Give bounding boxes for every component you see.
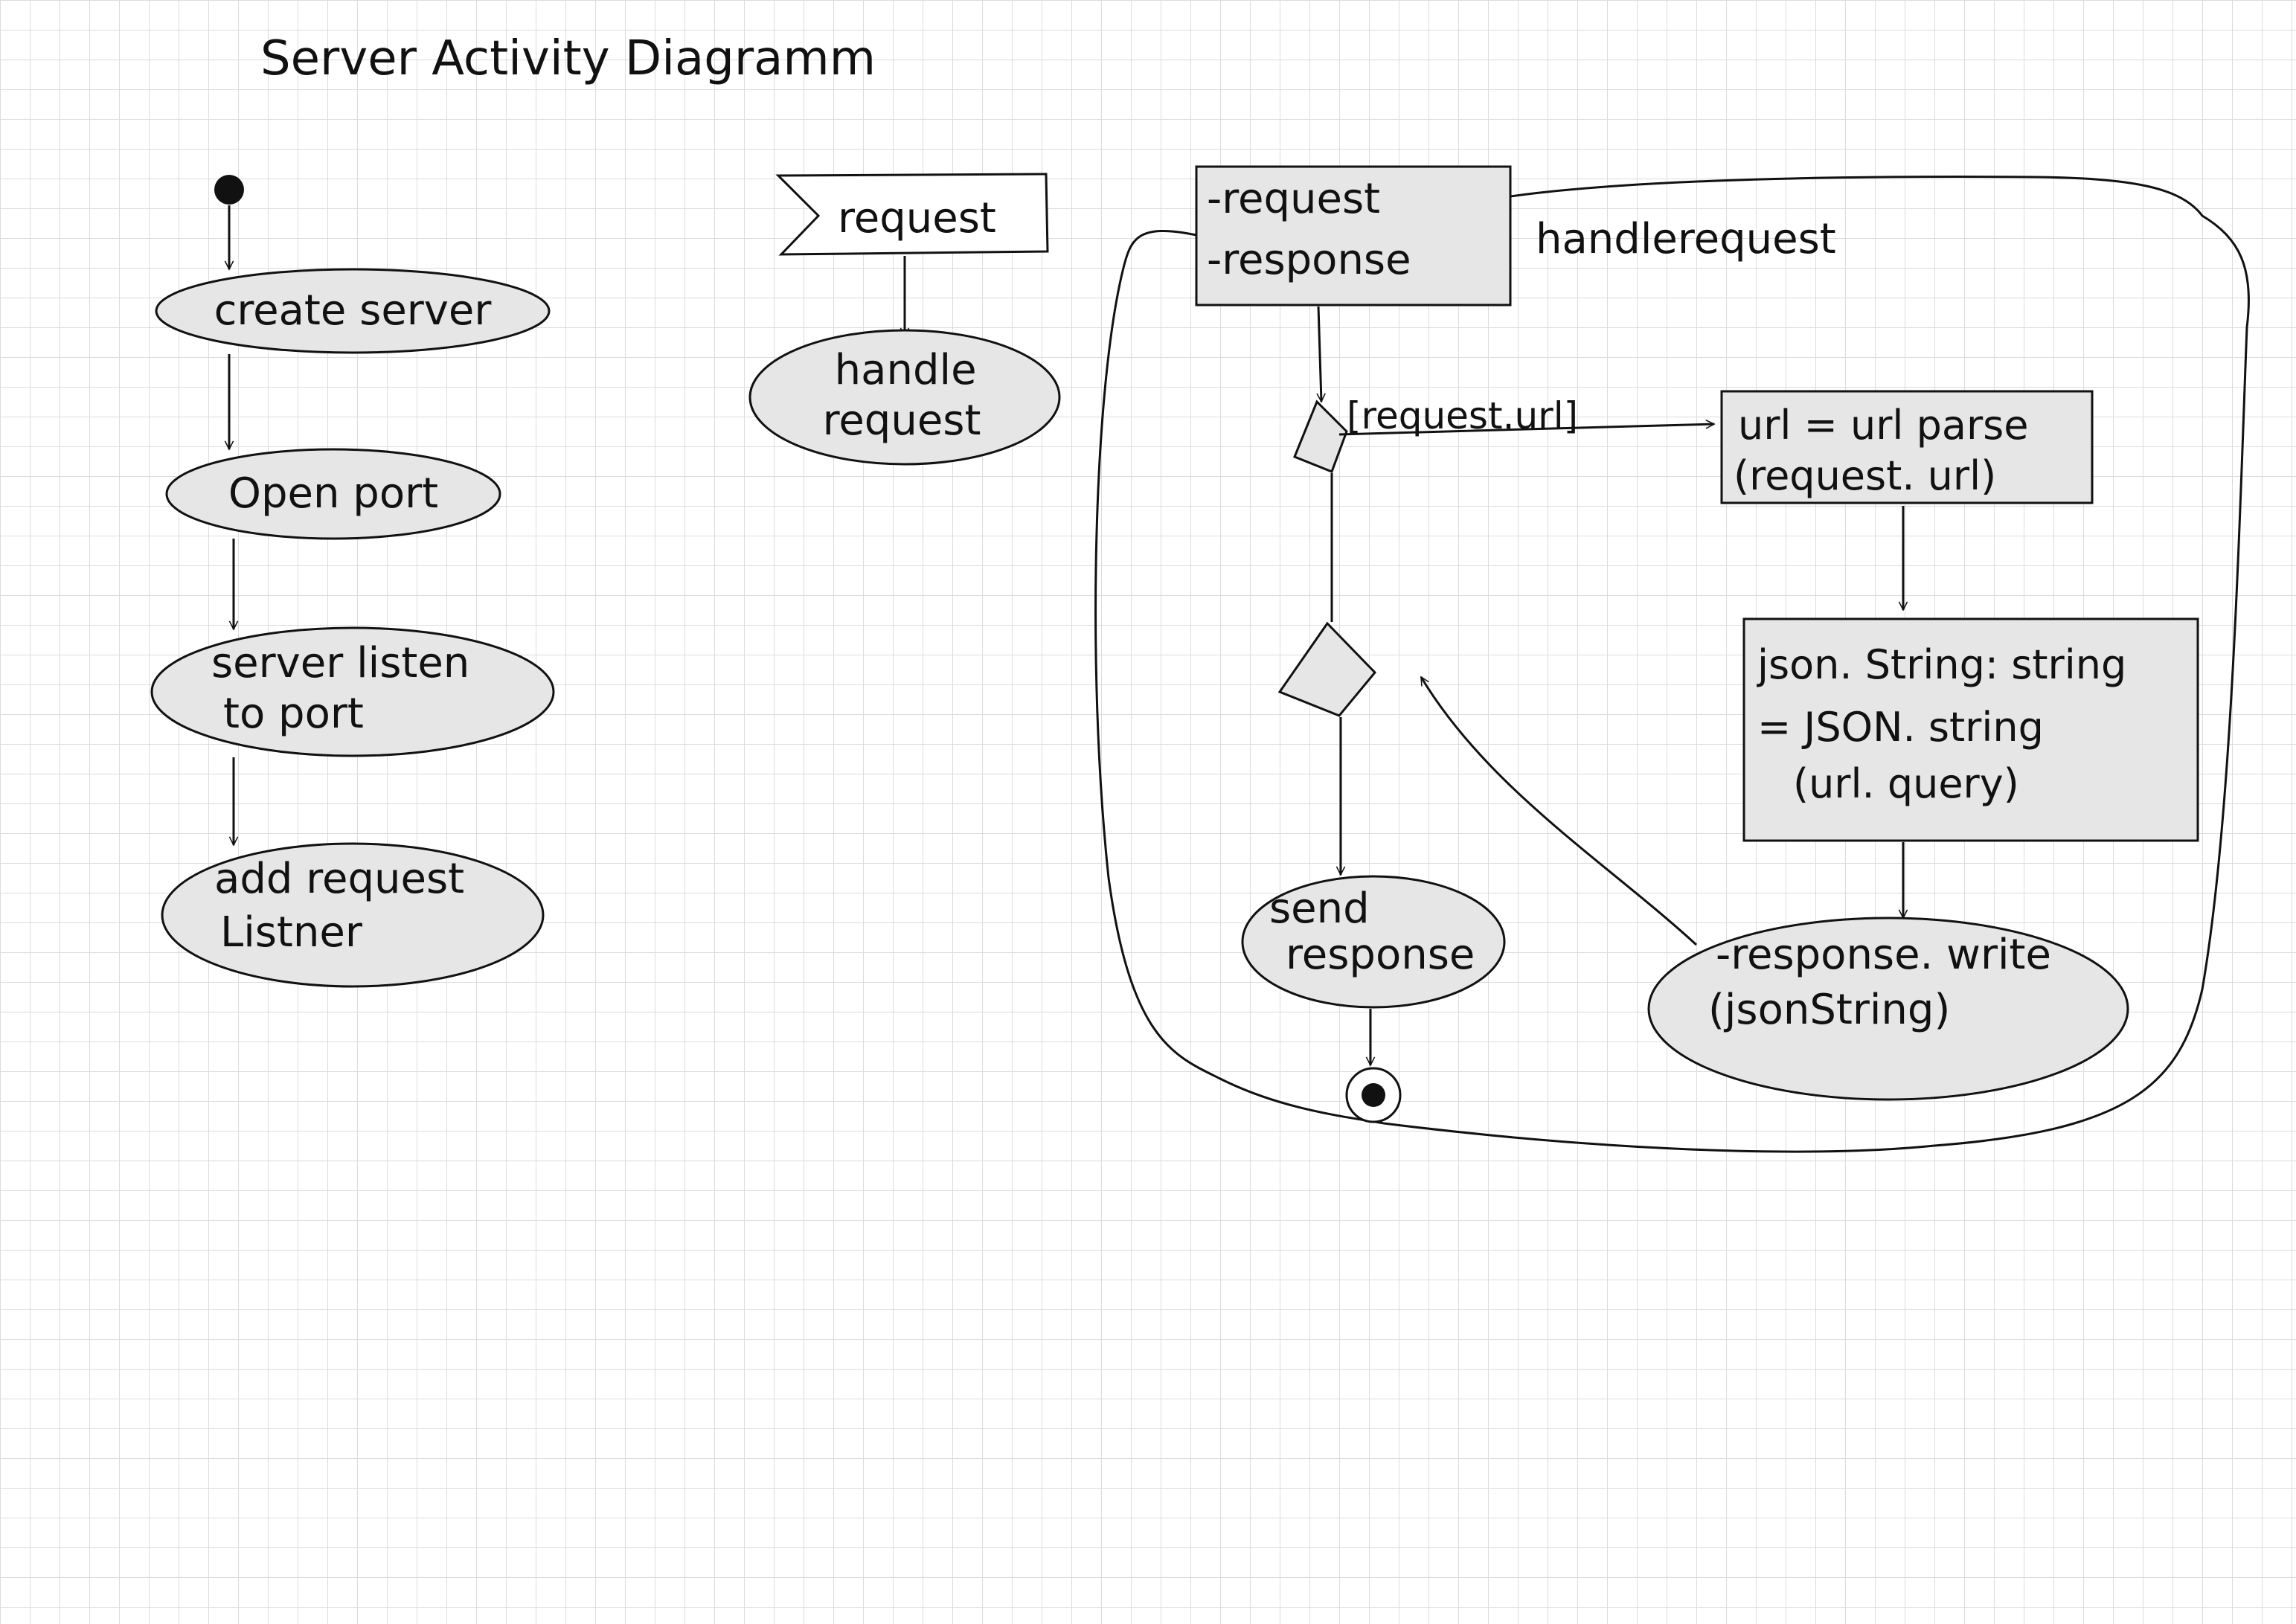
decision-node: [1293, 399, 1348, 473]
send-response-label: send response: [1269, 885, 1475, 979]
server-listen-node: [150, 626, 555, 757]
request-signal-label: request: [838, 194, 996, 243]
response-write-label: -response. write (jsonString): [1708, 931, 2065, 1034]
edge-write-to-merge: [1420, 677, 1698, 946]
url-parse-label: url = url parse (request. url): [1734, 402, 2042, 499]
request-signal-shape: [775, 173, 1049, 256]
open-port-label: Open port: [228, 469, 438, 518]
edge-decision-to-parse: [1338, 424, 1714, 436]
merge-node: [1277, 621, 1377, 717]
json-string-box: [1742, 617, 2199, 842]
edge-params-to-decision: [1318, 306, 1321, 402]
json-string-label: json. String: string = JSON. string (url…: [1757, 641, 2139, 807]
server-listen-label: server listen to port: [211, 639, 483, 738]
open-port-node: [165, 448, 501, 540]
diagram-title: Server Activity Diagramm: [260, 31, 876, 86]
response-write-node: [1647, 917, 2129, 1101]
send-response-node: [1241, 875, 1506, 1009]
create-server-label: create server: [214, 286, 493, 335]
final-node-inner: [1362, 1083, 1385, 1107]
create-server-node: [155, 268, 551, 354]
initial-node: [214, 175, 244, 205]
add-request-listener-node: [161, 842, 545, 988]
handle-request-label: handle request: [823, 346, 990, 445]
handle-request-node: [748, 329, 1061, 466]
handler-parameters-label: -request -response: [1207, 175, 1411, 284]
handler-name-label: handlerequest: [1536, 215, 1836, 263]
url-parse-box: [1720, 390, 2094, 504]
guard-label: [request.url]: [1347, 394, 1578, 437]
handler-parameters-box: [1195, 165, 1512, 306]
add-request-listener-label: add request Listner: [214, 855, 478, 957]
activity-boundary: [1094, 176, 2250, 1153]
